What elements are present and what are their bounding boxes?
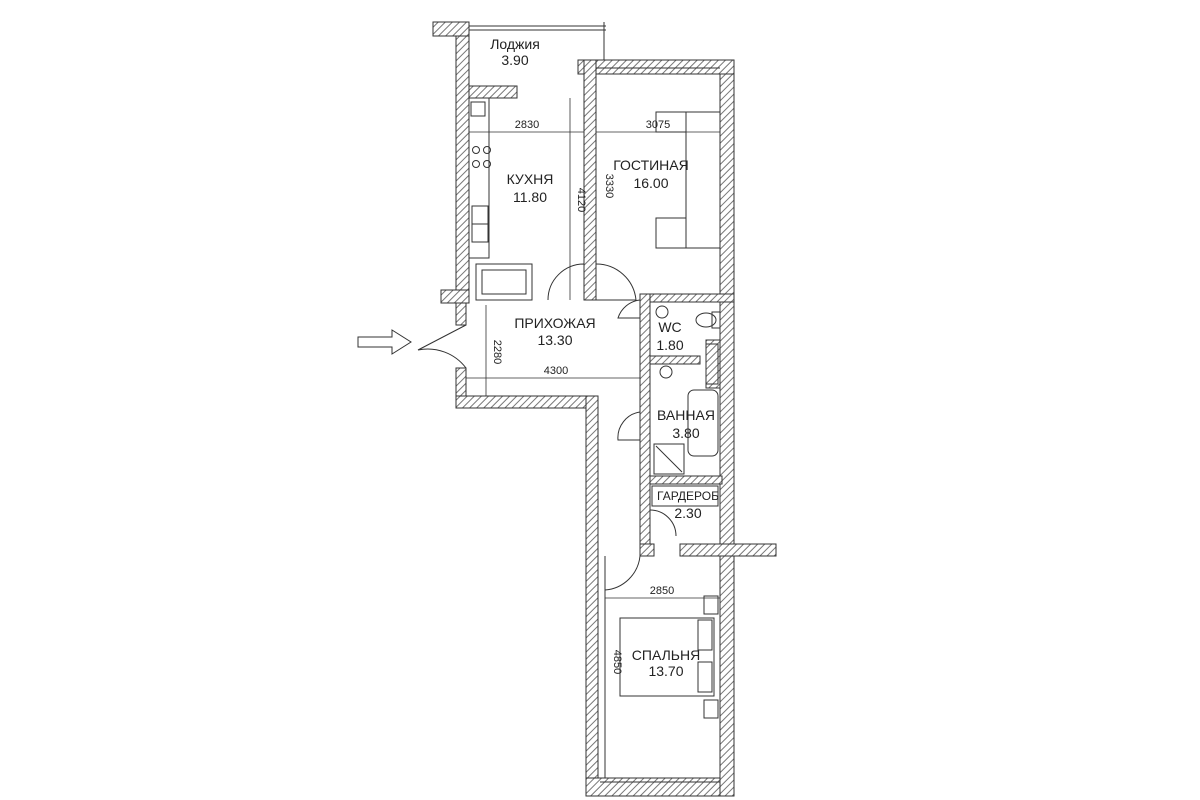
kitchen-small-sink-icon xyxy=(470,101,486,117)
wall-kitchen-living xyxy=(583,59,597,301)
stove-burner-icon xyxy=(483,146,491,154)
wc-sink-icon xyxy=(655,305,669,319)
room-name-wardrobe: ГАРДЕРОБ xyxy=(657,489,719,503)
door-wc xyxy=(617,299,641,319)
wall-bedroom-top xyxy=(679,543,777,557)
room-name-kitchen: КУХНЯ xyxy=(507,171,554,187)
sofa-arm-bottom xyxy=(655,217,687,249)
room-area-bath: 3.80 xyxy=(672,425,699,441)
nightstand-icon xyxy=(703,699,719,719)
room-area-bedroom: 13.70 xyxy=(648,663,683,679)
wall-living-top xyxy=(577,59,735,75)
dim-label-2280: 2280 xyxy=(491,340,503,364)
room-name-loggia: Лоджия xyxy=(490,36,540,52)
wall-kitchen-stub xyxy=(468,85,518,99)
dim-label-3075: 3075 xyxy=(646,119,670,131)
walls xyxy=(432,21,777,797)
bath-sink-icon xyxy=(659,365,673,379)
room-area-living: 16.00 xyxy=(633,175,668,191)
dim-label-2830: 2830 xyxy=(515,119,539,131)
shower-tray-icon xyxy=(653,443,685,475)
room-area-hall: 13.30 xyxy=(537,332,572,348)
wall-kitchen-bottom-left xyxy=(440,289,470,304)
furniture xyxy=(468,97,721,719)
dim-label-2850: 2850 xyxy=(650,585,674,597)
room-area-loggia: 3.90 xyxy=(501,52,528,68)
dim-label-4850: 4850 xyxy=(611,650,623,674)
stove-burner-icon xyxy=(472,160,480,168)
door-wardrobe xyxy=(649,509,677,537)
bed-icon xyxy=(619,617,715,697)
wall-hall-bottom xyxy=(455,395,599,409)
wall-kitchen-left xyxy=(455,21,470,303)
room-area-wc: 1.80 xyxy=(656,337,683,353)
nightstand-icon xyxy=(703,595,719,615)
stove-burner-icon xyxy=(483,160,491,168)
room-name-bath: ВАННАЯ xyxy=(657,407,715,423)
fridge-icon xyxy=(475,263,533,301)
dim-label-3330: 3330 xyxy=(603,174,615,198)
washing-machine-icon xyxy=(705,343,719,385)
dimension-lines xyxy=(466,98,720,599)
wall-bath-wardrobe xyxy=(649,475,723,485)
wall-hall-left-upper xyxy=(455,302,467,326)
wall-wc-bath xyxy=(649,355,701,365)
shower-diagonal xyxy=(655,445,683,473)
wardrobe-shelf xyxy=(651,485,719,507)
room-area-wardrobe: 2.30 xyxy=(674,505,701,521)
wall-east xyxy=(719,59,735,797)
door-bath xyxy=(617,411,641,441)
doors xyxy=(417,263,677,591)
stove-burner-icon xyxy=(472,146,480,154)
room-name-bedroom: СПАЛЬНЯ xyxy=(632,647,700,663)
room-name-living: ГОСТИНАЯ xyxy=(613,157,689,173)
wall-wc-top xyxy=(645,293,735,303)
door-entry xyxy=(417,324,467,369)
room-name-wc: WC xyxy=(658,319,681,335)
door-bedroom xyxy=(604,555,641,591)
dim-label-4300: 4300 xyxy=(544,365,568,377)
dimension-labels: 2830 3075 4120 3330 2280 4300 2850 4850 xyxy=(491,119,674,674)
room-labels: Лоджия 3.90 КУХНЯ 11.80 ГОСТИНАЯ 16.00 П… xyxy=(490,36,719,679)
dim-label-4120: 4120 xyxy=(575,188,587,212)
kitchen-counter xyxy=(468,97,490,259)
wall-west-lower xyxy=(585,395,599,797)
door-living xyxy=(595,263,637,301)
door-kitchen xyxy=(547,263,585,301)
sofa-back xyxy=(685,111,721,249)
toilet-tank xyxy=(711,311,721,329)
entry-arrow-icon xyxy=(357,329,412,355)
wall-loggia-top-left xyxy=(432,21,470,37)
toilet-icon xyxy=(695,312,717,328)
bed-pillow-icon xyxy=(697,661,713,693)
windows xyxy=(469,22,720,783)
room-area-kitchen: 11.80 xyxy=(513,189,547,205)
wall-bedroom-bottom xyxy=(585,777,735,797)
bathtub-icon xyxy=(687,389,719,457)
wall-wet-left xyxy=(639,293,651,555)
fridge-inner xyxy=(481,269,527,295)
wall-bedroom-top-left xyxy=(639,543,655,557)
room-name-hall: ПРИХОЖАЯ xyxy=(514,315,595,331)
bed-pillow-icon xyxy=(697,619,713,651)
